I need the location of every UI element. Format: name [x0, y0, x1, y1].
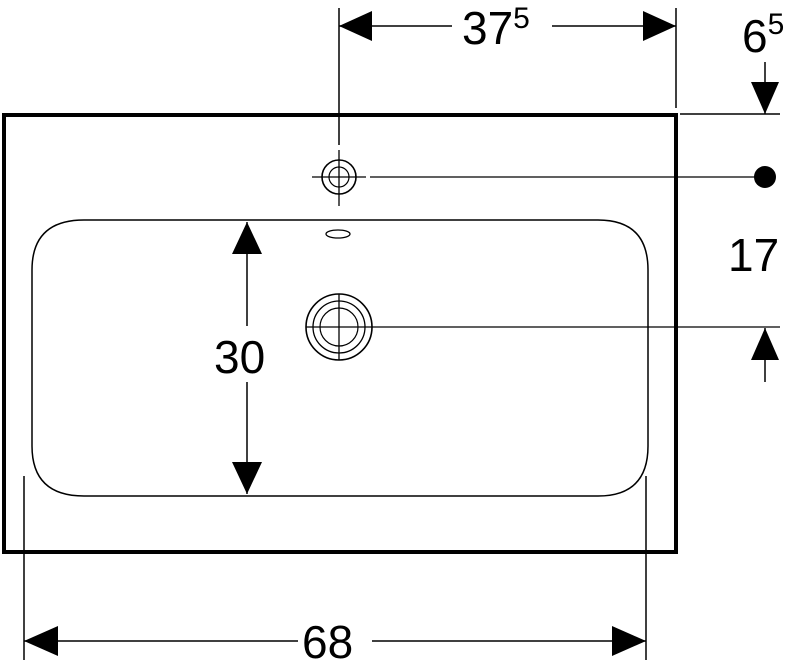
dimension-rim-offset: [680, 62, 780, 115]
tap-center-dot: [754, 166, 776, 188]
basin-outer-outline: [2, 113, 678, 554]
dimension-tap-offset: [338, 2, 677, 145]
dimension-tap-to-drain-label: 17: [728, 229, 779, 281]
dimension-tap-offset-label: 375: [462, 2, 530, 54]
dimension-rim-offset-label: 65: [742, 8, 784, 62]
dimension-overall-width-label: 68: [302, 616, 353, 664]
dimension-bowl-depth-label: 30: [214, 331, 265, 383]
overflow-slot: [325, 229, 351, 239]
dimension-tap-to-drain: [751, 328, 779, 382]
tap-hole: [312, 150, 366, 206]
dimension-bowl-depth: [212, 222, 282, 494]
drain-outlet: [305, 293, 373, 361]
dimension-overall-width: [23, 476, 647, 664]
basin-bowl-outline: [31, 219, 649, 497]
